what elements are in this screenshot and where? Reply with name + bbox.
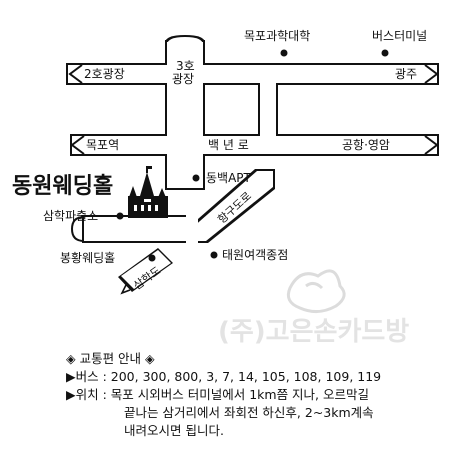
bus-row: ▶버스 : 200, 300, 800, 3, 7, 14, 105, 108,… — [66, 368, 466, 386]
info-title: ◈ 교통편 안내 ◈ — [66, 351, 155, 366]
marker-mokpo-science-univ — [280, 49, 288, 57]
marker-dongbaek-apt — [192, 174, 200, 182]
plaza3-line2: 광장 — [172, 72, 194, 86]
plaza3-line1: 3호 — [176, 59, 195, 73]
direction-arrows — [68, 64, 439, 155]
venue-title: 동원웨딩홀 — [12, 173, 113, 199]
arrow-2ho-plaza — [68, 64, 83, 84]
watermark-text: (주)고은손카드방 — [218, 317, 409, 345]
label-airport-yeongam: 공항·영암 — [342, 138, 390, 152]
location-row: ▶위치 : 목포 시외버스 터미널에서 1km쯤 지나, 오르막길 — [66, 386, 466, 404]
marker-taewon-passenger — [210, 251, 218, 259]
location-line-2: 끝나는 삼거리에서 좌회전 하신후, 2~3km계속 — [124, 405, 374, 420]
castle-icon — [128, 166, 168, 218]
label-taewon-passenger: 태원여객종점 — [222, 248, 288, 262]
road-curve — [70, 216, 85, 242]
marker-bonghwang-wedding — [148, 254, 156, 262]
transport-info: ◈ 교통편 안내 ◈ ▶버스 : 200, 300, 800, 3, 7, 14… — [66, 350, 466, 440]
label-2ho-plaza: 2호광장 — [84, 67, 125, 81]
label-dongbaek-apt: 동백APT — [206, 171, 252, 185]
arrow-gwangju — [424, 64, 439, 84]
label-baeknyeon-ro: 백 년 로 — [208, 138, 249, 152]
label-mokpo-science-univ: 목포과학대학 — [244, 29, 310, 43]
label-gwangju: 광주 — [395, 67, 417, 81]
arrow-mokpo-station — [70, 135, 85, 155]
label-samhak-police: 삼학파출소 — [43, 209, 98, 223]
arrow-samhakdo — [120, 284, 131, 295]
arrow-airport — [424, 135, 439, 155]
location-line-1: 목포 시외버스 터미널에서 1km쯤 지나, 오르막길 — [110, 387, 369, 402]
label-bonghwang-wedding: 봉황웨딩홀 — [60, 251, 115, 265]
label-mokpo-station: 목포역 — [86, 138, 119, 152]
map-canvas: 목포과학대학 버스터미널 3호 광장 2호광장 광주 목포역 공항·영암 백 년… — [12, 29, 439, 345]
label-bus-terminal: 버스터미널 — [372, 29, 427, 43]
marker-samhak-police — [116, 212, 124, 220]
location-line-3: 내려오시면 됩니다. — [124, 423, 224, 438]
watermark-logo — [286, 269, 346, 313]
bus-label: ▶버스 : — [66, 369, 111, 384]
marker-bus-terminal — [381, 49, 389, 57]
roads — [66, 35, 439, 292]
bus-routes: 200, 300, 800, 3, 7, 14, 105, 108, 109, … — [110, 369, 382, 384]
location-label: ▶위치 : — [66, 387, 111, 402]
